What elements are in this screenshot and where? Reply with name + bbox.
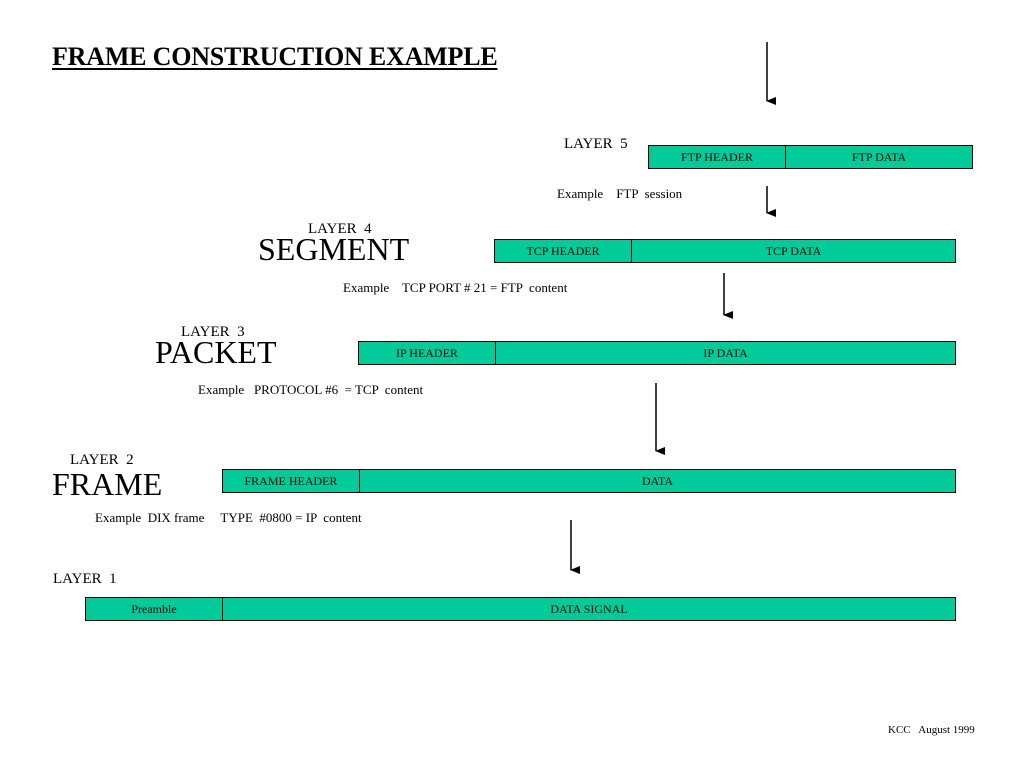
ftp-data-field: FTP DATA bbox=[786, 146, 972, 168]
page-title: FRAME CONSTRUCTION EXAMPLE bbox=[52, 42, 498, 71]
frame-label: FRAME bbox=[52, 466, 163, 502]
layer-1-label: LAYER 1 bbox=[53, 571, 117, 587]
ftp-header-field: FTP HEADER bbox=[649, 146, 786, 168]
footer-credit: KCC August 1999 bbox=[888, 724, 975, 736]
frame-data-field: DATA bbox=[360, 470, 955, 492]
layer-3-bar: IP HEADER IP DATA bbox=[358, 341, 956, 365]
data-signal-field: DATA SIGNAL bbox=[223, 598, 955, 620]
tcp-data-field: TCP DATA bbox=[632, 240, 955, 262]
layer-4-bar: TCP HEADER TCP DATA bbox=[494, 239, 956, 263]
layer-2-label: LAYER 2 bbox=[70, 452, 134, 468]
layer-1-bar: Preamble DATA SIGNAL bbox=[85, 597, 956, 621]
ip-data-field: IP DATA bbox=[496, 342, 955, 364]
layer-2-bar: FRAME HEADER DATA bbox=[222, 469, 956, 493]
layer-4-label: LAYER 4 bbox=[308, 221, 372, 237]
layer-3-label: LAYER 3 bbox=[181, 324, 245, 340]
layer-5-bar: FTP HEADER FTP DATA bbox=[648, 145, 973, 169]
segment-label: SEGMENT bbox=[258, 231, 410, 267]
tcp-header-field: TCP HEADER bbox=[495, 240, 632, 262]
layer-5-example: Example FTP session bbox=[557, 186, 683, 201]
layer-2-example: Example DIX frame TYPE #0800 = IP conten… bbox=[95, 510, 362, 525]
layer-4-example: Example TCP PORT # 21 = FTP content bbox=[343, 280, 568, 295]
layer-5-label: LAYER 5 bbox=[564, 136, 628, 152]
layer-3-example: Example PROTOCOL #6 = TCP content bbox=[198, 382, 424, 397]
preamble-field: Preamble bbox=[86, 598, 223, 620]
frame-header-field: FRAME HEADER bbox=[223, 470, 360, 492]
ip-header-field: IP HEADER bbox=[359, 342, 496, 364]
packet-label: PACKET bbox=[155, 334, 277, 370]
